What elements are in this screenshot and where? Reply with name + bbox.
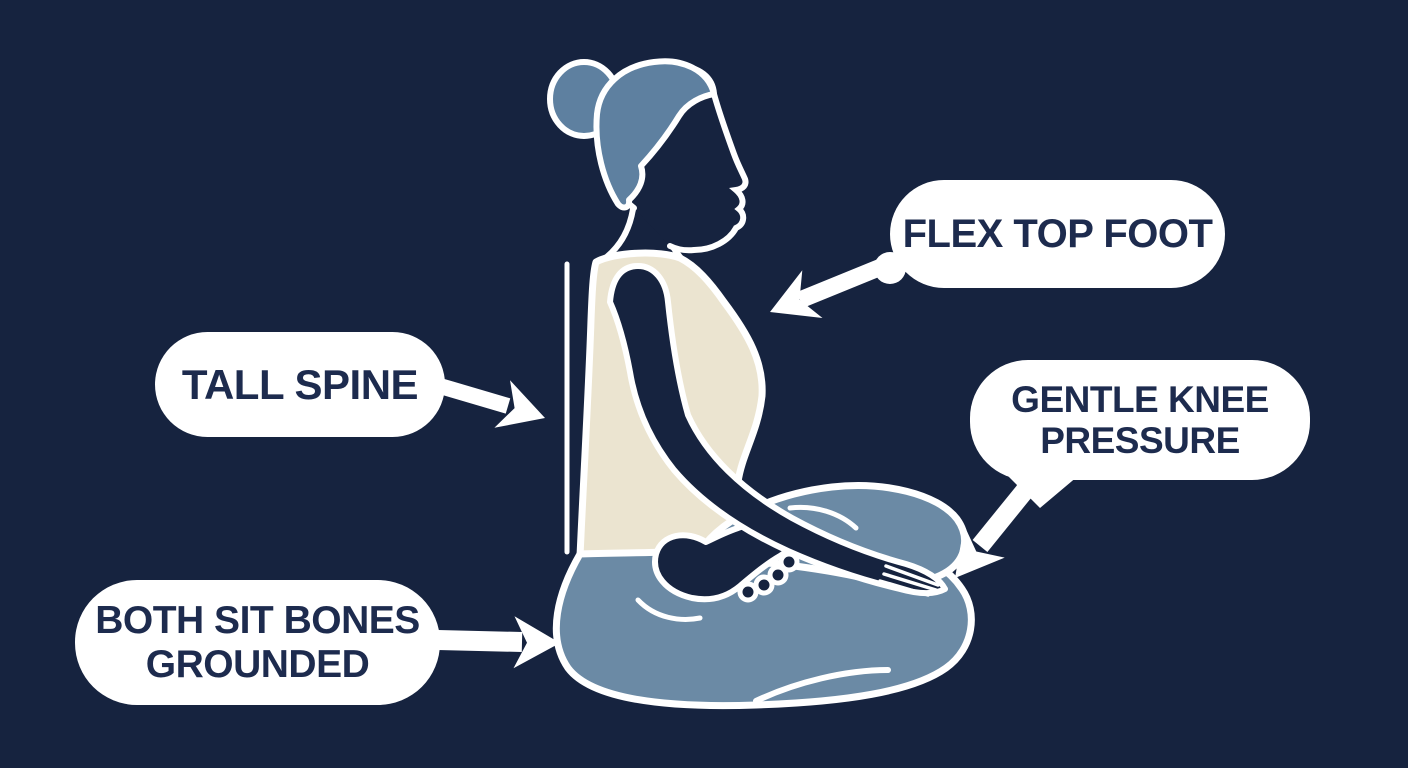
toe <box>767 564 789 586</box>
callout-label: FLEX TOP FOOT <box>902 211 1213 256</box>
hip-detail-line <box>635 597 703 622</box>
arrow-tall-spine <box>437 378 511 414</box>
callout-label-line1: BOTH SIT BONES <box>95 598 420 642</box>
tucked-foot-line <box>753 667 891 704</box>
callout-label: TALL SPINE <box>181 360 419 408</box>
callout-label-line1: GENTLE KNEE <box>1011 378 1269 420</box>
arrow-sit-bones <box>437 630 523 652</box>
finger-line <box>878 579 930 597</box>
callout-gentle-knee-pressure: GENTLE KNEE PRESSURE <box>970 360 1310 480</box>
finger-line <box>882 572 938 592</box>
leg-detail-line <box>787 504 859 531</box>
arrowhead-tall-spine <box>494 380 545 428</box>
callout-tall-spine: TALL SPINE <box>155 332 445 437</box>
arrowhead-gentle-knee <box>955 525 1005 578</box>
callout-both-sit-bones-grounded: BOTH SIT BONES GROUNDED <box>75 580 440 705</box>
callout-label-line2: GROUNDED <box>145 642 370 686</box>
toe <box>753 574 775 596</box>
callout-label-line2: PRESSURE <box>1040 420 1240 461</box>
arrow-flex-top-foot <box>796 252 902 308</box>
callout-flex-top-foot: FLEX TOP FOOT <box>890 180 1225 288</box>
hair <box>593 58 717 211</box>
arrowhead-flex-top-foot <box>770 270 823 318</box>
arm-hand <box>607 263 948 597</box>
toe <box>737 581 759 603</box>
finger-line <box>884 564 940 587</box>
arrowhead-sit-bones <box>513 616 560 669</box>
